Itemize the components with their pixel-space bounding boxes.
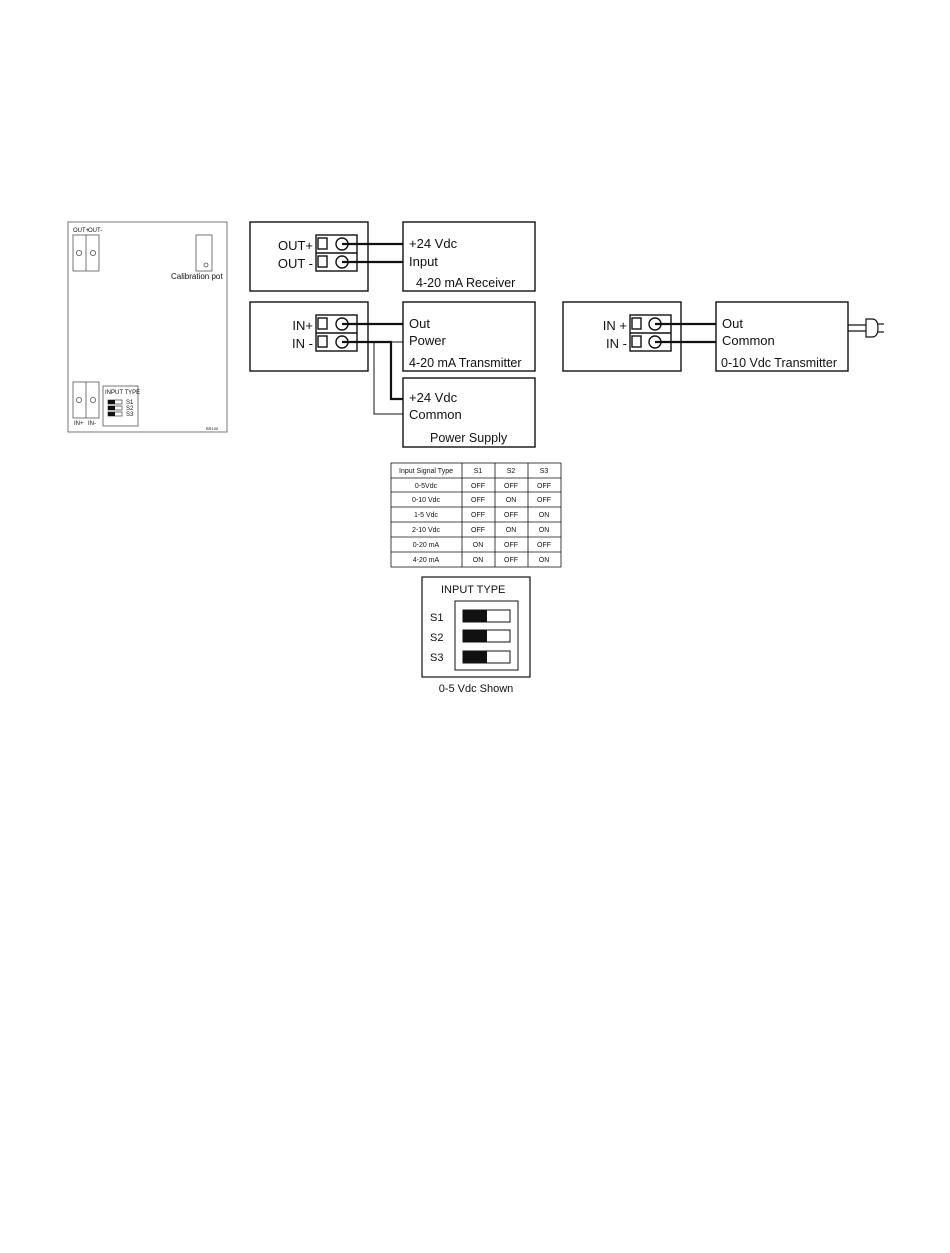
board-s2-label: S2 — [126, 406, 134, 412]
voltage-transmitter-title: 0-10 Vdc Transmitter — [721, 356, 837, 370]
screw-icon — [76, 396, 83, 403]
receiver-title: 4-20 mA Receiver — [416, 276, 515, 290]
table-cell: ON — [539, 527, 550, 534]
table-cell: 1-5 Vdc — [414, 512, 439, 519]
transmitter-line1: Out — [409, 316, 430, 331]
voltage-transmitter-line1: Out — [722, 316, 743, 331]
table-cell: OFF — [504, 512, 518, 519]
table-cell: ON — [473, 557, 484, 564]
screw-icon — [76, 249, 83, 256]
transmitter-wires — [342, 322, 403, 401]
terminal-clamp-icon — [317, 237, 328, 250]
dip-detail-title: INPUT TYPE — [441, 584, 505, 596]
dip-detail-s1-label: S1 — [430, 612, 443, 624]
table-cell: 0-5Vdc — [415, 483, 438, 490]
table-header: S1 — [474, 468, 483, 475]
power-supply-line2: Common — [409, 407, 462, 422]
terminal-clamp-icon — [631, 317, 642, 330]
table-cell: 0-10 Vdc — [412, 497, 441, 504]
receiver-wires — [342, 242, 403, 264]
table-cell: 0-20 mA — [413, 542, 440, 549]
board-in-plus-label: IN+ — [74, 421, 84, 427]
table-cell: OFF — [537, 542, 551, 549]
dip-switch-s3[interactable] — [462, 650, 511, 664]
table-cell: ON — [506, 527, 517, 534]
table-cell: ON — [539, 557, 550, 564]
table-cell: ON — [539, 512, 550, 519]
board-labels: OUT+ OUT- Calibration pot INPUT TYPE S1 … — [73, 228, 223, 431]
screw-icon — [90, 249, 97, 256]
voltage-terminal-minus-label: IN - — [606, 336, 627, 351]
common-wire — [373, 341, 403, 415]
receiver-box — [402, 221, 536, 292]
board-s1-label: S1 — [126, 400, 134, 406]
transmitter-box — [402, 301, 536, 372]
input-signal-table: Input Signal Type S1 S2 S3 0-5Vdc OFF OF… — [390, 462, 562, 568]
board-overview — [67, 221, 228, 433]
table-cell: OFF — [504, 542, 518, 549]
voltage-terminal-plus-label: IN + — [603, 318, 627, 333]
dip-detail-s2-label: S2 — [430, 632, 443, 644]
terminal-clamp-icon — [317, 317, 328, 330]
receiver-terminal-minus-label: OUT - — [278, 256, 313, 271]
terminal-clamp-icon — [631, 335, 642, 348]
board-outline — [67, 221, 228, 433]
table-header: Input Signal Type — [399, 468, 453, 475]
table-cell: OFF — [471, 497, 485, 504]
table-cell: 4-20 mA — [413, 557, 440, 564]
board-s3-label: S3 — [126, 412, 134, 418]
receiver-line1: +24 Vdc — [409, 236, 458, 251]
board-out-minus-label: OUT- — [88, 228, 102, 234]
table-header: S2 — [507, 468, 516, 475]
power-supply-box — [402, 377, 536, 448]
dip-detail-caption: 0-5 Vdc Shown — [439, 683, 514, 695]
board-in-minus-label: IN- — [88, 421, 96, 427]
table-cell: 2-10 Vdc — [412, 527, 441, 534]
table-cell: OFF — [504, 483, 518, 490]
board-out-plus-label: OUT+ — [73, 228, 90, 234]
transmitter-title: 4-20 mA Transmitter — [409, 356, 522, 370]
pot-screw-icon — [203, 262, 209, 268]
table-cell: OFF — [537, 497, 551, 504]
receiver-terminal — [249, 221, 369, 292]
table-cell: ON — [473, 542, 484, 549]
calibration-pot[interactable] — [195, 234, 213, 272]
table-cell: OFF — [471, 512, 485, 519]
table-cell: ON — [506, 497, 517, 504]
power-plug-icon — [848, 318, 884, 338]
board-input-type-label: INPUT TYPE — [105, 390, 140, 396]
power-supply-line1: +24 Vdc — [409, 390, 458, 405]
calibration-pot-label: Calibration pot — [171, 272, 223, 281]
board-dip-block — [102, 385, 139, 427]
receiver-line2: Input — [409, 254, 438, 269]
receiver-terminal-plus-label: OUT+ — [278, 238, 313, 253]
table-cell: OFF — [504, 557, 518, 564]
voltage-transmitter-line2: Common — [722, 333, 775, 348]
table-cell: OFF — [471, 527, 485, 534]
transmitter-line2: Power — [409, 333, 447, 348]
screw-icon — [90, 396, 97, 403]
voltage-transmitter-box — [715, 301, 849, 372]
dip-switch-s2[interactable] — [462, 629, 511, 643]
power-supply-title: Power Supply — [430, 431, 508, 445]
table-cell: OFF — [537, 483, 551, 490]
dip-switch-detail — [421, 576, 531, 678]
table-cell: OFF — [471, 483, 485, 490]
voltage-wires — [655, 322, 716, 344]
transmitter-terminal-minus-label: IN - — [292, 336, 313, 351]
board-part-number: BR100 — [206, 426, 219, 431]
transmitter-terminal-plus-label: IN+ — [292, 318, 313, 333]
transmitter-terminal — [249, 301, 369, 372]
terminal-clamp-icon — [317, 255, 328, 268]
table-header: S3 — [540, 468, 549, 475]
terminal-clamp-icon — [317, 335, 328, 348]
dip-detail-s3-label: S3 — [430, 652, 443, 664]
dip-switch-s1[interactable] — [462, 609, 511, 623]
